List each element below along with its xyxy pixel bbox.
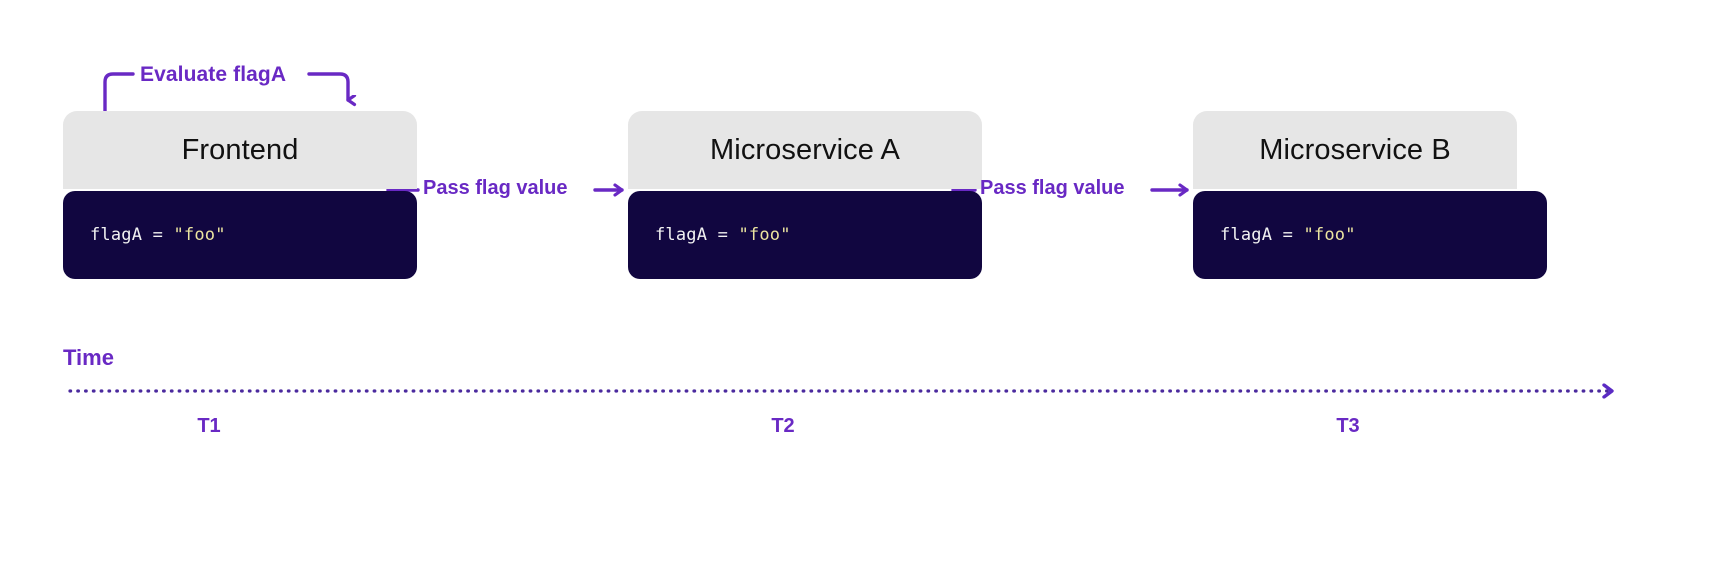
edge-label-pass-flag-value-2: Pass flag value — [980, 177, 1125, 199]
code-line: flagA = "foo" — [90, 225, 226, 245]
card-header: Microservice A — [628, 111, 982, 189]
code-line: flagA = "foo" — [655, 225, 791, 245]
card-header: Microservice B — [1193, 111, 1517, 189]
timeline-axis-label: Time — [63, 345, 114, 370]
card-title: Microservice A — [710, 133, 900, 166]
code-string-value: "foo" — [1303, 225, 1356, 245]
code-string-value: "foo" — [173, 225, 226, 245]
service-card-frontend[interactable]: Frontend flagA = "foo" — [63, 111, 417, 279]
service-card-microservice-a[interactable]: Microservice A flagA = "foo" — [628, 111, 982, 279]
edge-label-pass-flag-value-1: Pass flag value — [423, 177, 568, 199]
code-identifier: flagA = — [655, 225, 739, 245]
timeline-tick-t2: T2 — [771, 415, 795, 437]
card-code-block: flagA = "foo" — [1193, 191, 1547, 279]
card-header: Frontend — [63, 111, 417, 189]
service-card-microservice-b[interactable]: Microservice B flagA = "foo" — [1193, 111, 1547, 279]
code-line: flagA = "foo" — [1220, 225, 1356, 245]
code-identifier: flagA = — [90, 225, 174, 245]
timeline-tick-t3: T3 — [1336, 415, 1360, 437]
self-loop-label: Evaluate flagA — [140, 63, 287, 86]
card-code-block: flagA = "foo" — [628, 191, 982, 279]
card-title: Microservice B — [1259, 133, 1451, 166]
code-string-value: "foo" — [738, 225, 791, 245]
timeline-tick-t1: T1 — [197, 415, 221, 437]
card-code-block: flagA = "foo" — [63, 191, 417, 279]
code-identifier: flagA = — [1220, 225, 1304, 245]
card-title: Frontend — [181, 133, 299, 166]
